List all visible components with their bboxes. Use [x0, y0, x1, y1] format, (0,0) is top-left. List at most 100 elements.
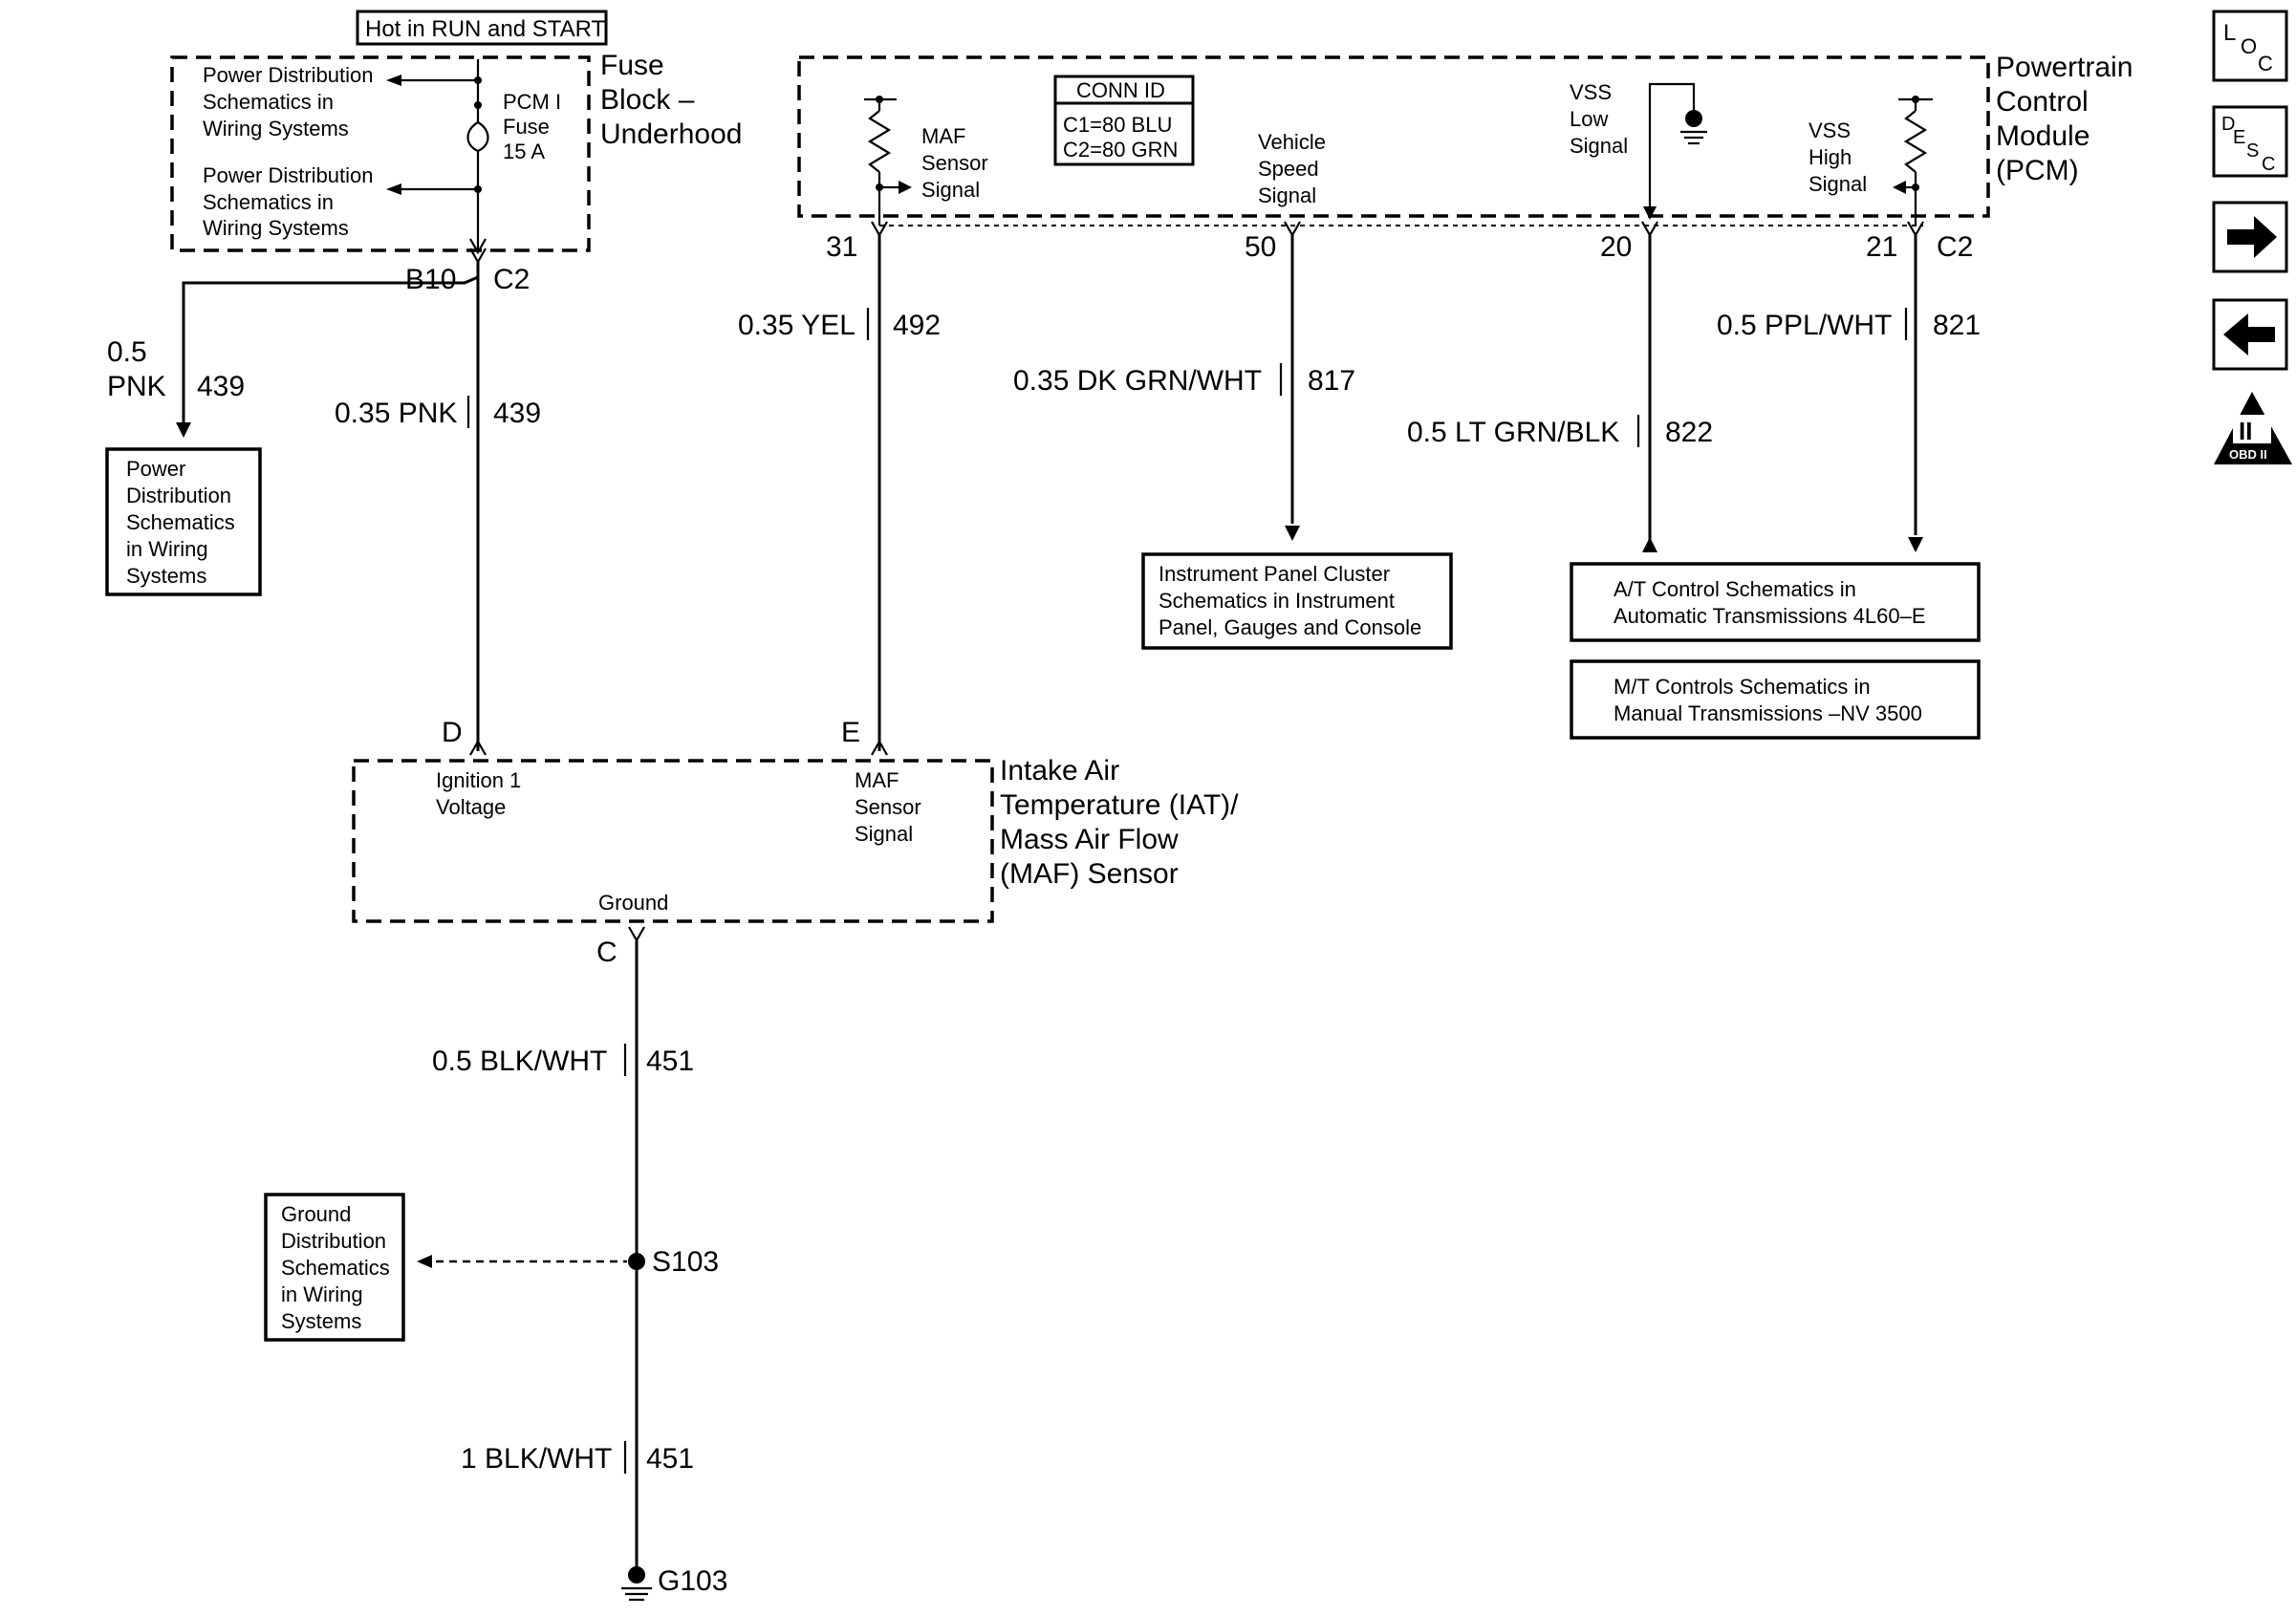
- ground-wire-2-label: 1 BLK/WHT 451: [461, 1441, 694, 1475]
- power-dist-target-box[interactable]: Power Distribution Schematics in Wiring …: [105, 447, 262, 596]
- svg-text:Distribution: Distribution: [126, 484, 231, 507]
- fuse-block: Fuse Block – Underhood Power Distributio…: [170, 50, 742, 252]
- arrow-down-icon: [176, 422, 191, 438]
- svg-text:Intake Air: Intake Air: [1000, 755, 1119, 786]
- svg-text:Fuse: Fuse: [503, 115, 550, 139]
- svg-text:0.5 BLK/WHT: 0.5 BLK/WHT: [432, 1045, 607, 1077]
- power-dist-label-2: Power Distribution Schematics in Wiring …: [203, 163, 374, 240]
- fuse-label: PCM I Fuse 15 A: [503, 90, 561, 163]
- svg-text:C1=80 BLU: C1=80 BLU: [1063, 113, 1172, 137]
- svg-text:0.35 YEL: 0.35 YEL: [738, 310, 856, 341]
- svg-text:OBD II: OBD II: [2229, 447, 2267, 462]
- resistor-icon: [1903, 110, 1928, 173]
- pcm-pin-50: 50: [1245, 231, 1276, 263]
- svg-text:492: 492: [893, 310, 941, 341]
- svg-text:O: O: [2241, 34, 2257, 58]
- svg-text:821: 821: [1933, 310, 1981, 341]
- svg-text:Mass Air Flow: Mass Air Flow: [1000, 824, 1179, 855]
- arrow-left-icon: [386, 183, 401, 195]
- svg-text:VSS: VSS: [1570, 80, 1612, 104]
- arrow-down-icon: [1285, 526, 1300, 541]
- svg-text:Manual Transmissions –NV 3500: Manual Transmissions –NV 3500: [1614, 701, 1922, 725]
- svg-text:Module: Module: [1996, 120, 2090, 152]
- svg-text:L: L: [2223, 20, 2236, 46]
- vss-low-wire-label: 0.5 LT GRN/BLK 822: [1407, 415, 1713, 448]
- sensor-maf-label: MAF Sensor Signal: [855, 768, 921, 846]
- svg-text:Systems: Systems: [126, 564, 206, 588]
- sensor-pin-d: D: [442, 717, 463, 748]
- power-dist-label-1: Power Distribution Schematics in Wiring …: [203, 63, 374, 140]
- sensor-ignition-label: Ignition 1 Voltage: [436, 768, 521, 819]
- svg-text:Speed: Speed: [1258, 157, 1319, 181]
- arrow-left-icon: [2223, 313, 2275, 356]
- ipc-target-box[interactable]: Instrument Panel Cluster Schematics in I…: [1141, 552, 1453, 650]
- obd-ii-icon[interactable]: II OBD II: [2214, 392, 2292, 464]
- svg-text:Fuse: Fuse: [600, 50, 664, 81]
- prev-arrow-button[interactable]: [2212, 298, 2288, 371]
- svg-text:Powertrain: Powertrain: [1996, 52, 2133, 83]
- next-arrow-button[interactable]: [2212, 201, 2288, 273]
- svg-text:15 A: 15 A: [503, 140, 545, 163]
- pcm-vss-high-label: VSS High Signal: [1809, 119, 1867, 196]
- svg-text:0.5: 0.5: [107, 336, 147, 368]
- left-branch-label: 0.5 PNK 439: [107, 336, 245, 402]
- arrow-left-icon: [417, 1255, 432, 1268]
- svg-text:451: 451: [646, 1045, 694, 1077]
- svg-text:C: C: [2258, 52, 2273, 75]
- mt-target-box[interactable]: M/T Controls Schematics in Manual Transm…: [1570, 659, 1981, 740]
- svg-text:M/T Controls Schematics in: M/T Controls Schematics in: [1614, 675, 1871, 699]
- ground-dist-target-box[interactable]: Ground Distribution Schematics in Wiring…: [264, 1193, 405, 1342]
- svg-text:S: S: [2246, 140, 2259, 162]
- maf-wire-label: 0.35 YEL 492: [738, 308, 941, 341]
- resistor-icon: [867, 110, 892, 173]
- svg-text:C: C: [2262, 154, 2275, 175]
- svg-text:822: 822: [1665, 417, 1713, 448]
- ground-icon: [1685, 110, 1702, 127]
- svg-text:0.35 DK GRN/WHT: 0.35 DK GRN/WHT: [1013, 365, 1262, 397]
- pcm-title: Powertrain Control Module (PCM): [1996, 52, 2133, 186]
- splice-s103: [628, 1253, 645, 1270]
- svg-text:PNK: PNK: [107, 371, 166, 402]
- svg-text:Signal: Signal: [1809, 172, 1867, 196]
- svg-text:Wiring Systems: Wiring Systems: [203, 216, 349, 240]
- svg-text:439: 439: [493, 398, 541, 429]
- connector-symbol: [469, 739, 487, 756]
- svg-text:D: D: [2221, 114, 2235, 135]
- loc-button[interactable]: L O C: [2212, 10, 2288, 82]
- svg-text:Schematics in: Schematics in: [203, 190, 334, 214]
- svg-text:Block –: Block –: [600, 84, 695, 116]
- svg-text:Signal: Signal: [921, 178, 980, 202]
- svg-text:Hot in RUN and START: Hot in RUN and START: [365, 16, 606, 42]
- fuse-block-title: Fuse Block – Underhood: [600, 50, 742, 150]
- vss-out-wire-label: 0.35 DK GRN/WHT 817: [1013, 363, 1355, 397]
- fuse-connector-c2: C2: [493, 264, 530, 295]
- ground-label-g103: G103: [658, 1565, 727, 1597]
- splice-label: S103: [652, 1246, 719, 1278]
- pcm-module: Powertrain Control Module (PCM) CONN ID …: [797, 52, 2133, 226]
- svg-text:High: High: [1809, 145, 1852, 169]
- svg-text:0.5 LT GRN/BLK: 0.5 LT GRN/BLK: [1407, 417, 1619, 448]
- svg-text:439: 439: [197, 371, 245, 402]
- svg-text:Schematics: Schematics: [281, 1256, 390, 1280]
- svg-text:Ignition 1: Ignition 1: [436, 768, 521, 792]
- ground-wire-1-label: 0.5 BLK/WHT 451: [432, 1044, 694, 1077]
- pcm-pin-21: 21: [1866, 231, 1897, 263]
- svg-text:E: E: [2233, 127, 2245, 148]
- arrow-right-icon: [2227, 216, 2277, 258]
- svg-text:Vehicle: Vehicle: [1258, 130, 1326, 154]
- svg-text:1 BLK/WHT: 1 BLK/WHT: [461, 1443, 612, 1475]
- svg-text:Control: Control: [1996, 86, 2089, 118]
- svg-text:II: II: [2239, 417, 2252, 445]
- desc-button[interactable]: D E S C: [2212, 105, 2288, 178]
- svg-text:0.5 PPL/WHT: 0.5 PPL/WHT: [1717, 310, 1892, 341]
- svg-text:Power Distribution: Power Distribution: [203, 63, 374, 87]
- ignition-wire-label: 0.35 PNK 439: [335, 396, 541, 429]
- svg-text:Power: Power: [126, 457, 185, 481]
- pcm-vss-low-label: VSS Low Signal: [1570, 80, 1628, 158]
- svg-text:CONN ID: CONN ID: [1076, 78, 1165, 102]
- sensor-pin-e: E: [841, 717, 860, 748]
- svg-text:Sensor: Sensor: [855, 795, 921, 819]
- svg-text:Panel, Gauges and Console: Panel, Gauges and Console: [1159, 615, 1421, 639]
- at-target-box[interactable]: A/T Control Schematics in Automatic Tran…: [1570, 562, 1981, 642]
- ground-g103-icon: [621, 1566, 652, 1602]
